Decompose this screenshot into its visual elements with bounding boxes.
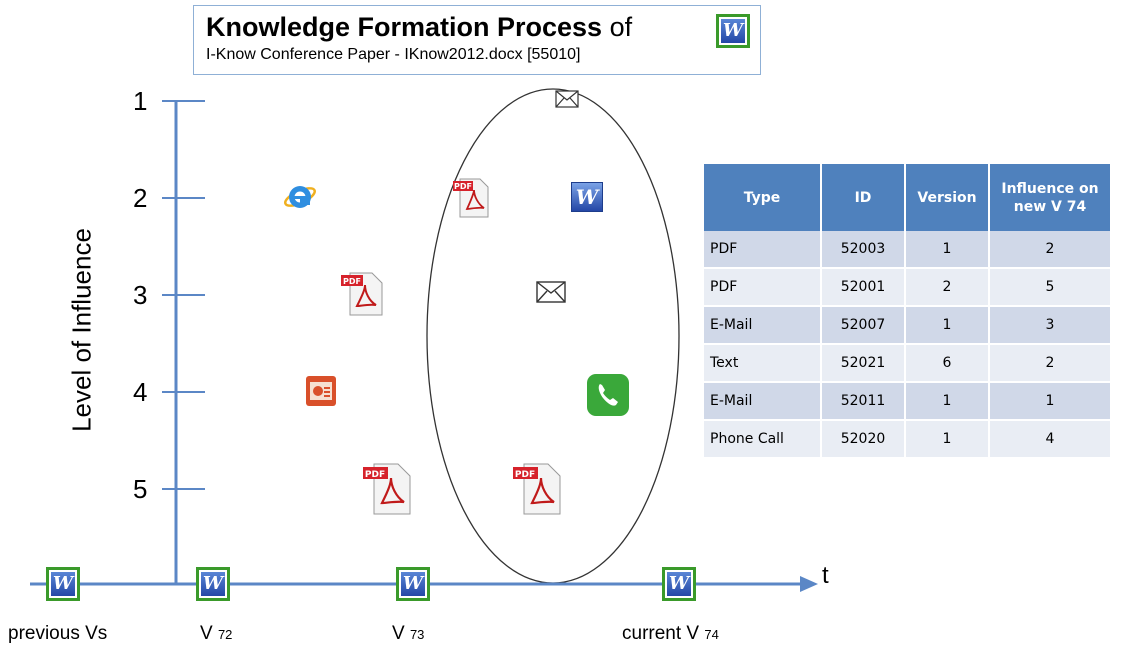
cell-id: 52020 xyxy=(822,421,904,459)
page-subtitle: I-Know Conference Paper - IKnow2012.docx… xyxy=(206,46,581,63)
svg-text:PDF: PDF xyxy=(454,182,472,191)
cell-influence: 3 xyxy=(990,307,1110,345)
table-header-influence: Influence on new V 74 xyxy=(990,164,1110,231)
word-icon[interactable]: W xyxy=(196,567,230,601)
pdf-icon[interactable]: PDF xyxy=(340,272,384,316)
table-row: PDF 52001 2 5 xyxy=(704,269,1110,307)
table-row: Phone Call 52020 1 4 xyxy=(704,421,1110,459)
y-tick-label: 2 xyxy=(133,183,148,213)
cell-type: E-Mail xyxy=(704,383,820,421)
table-header-row: Type ID Version Influence on new V 74 xyxy=(704,164,1110,231)
version-label: previous Vs xyxy=(8,623,108,644)
word-icon[interactable]: W xyxy=(46,567,80,601)
cell-id: 52001 xyxy=(822,269,904,307)
word-icon: W xyxy=(716,14,750,48)
pdf-icon[interactable]: PDF xyxy=(512,463,562,515)
cell-version: 6 xyxy=(906,345,988,383)
word-icon[interactable]: W xyxy=(396,567,430,601)
version-label: V 72 xyxy=(200,623,233,644)
mail-icon[interactable] xyxy=(555,90,579,108)
version-label: V 73 xyxy=(392,623,425,644)
cell-influence: 4 xyxy=(990,421,1110,459)
cell-id: 52007 xyxy=(822,307,904,345)
version-label: current V 74 xyxy=(622,623,719,644)
y-axis-label: Level of Influence xyxy=(66,228,97,432)
cell-version: 2 xyxy=(906,269,988,307)
svg-text:PDF: PDF xyxy=(343,277,361,286)
cell-influence: 2 xyxy=(990,345,1110,383)
cell-id: 52021 xyxy=(822,345,904,383)
internet-explorer-icon[interactable] xyxy=(283,180,317,214)
influence-table: Type ID Version Influence on new V 74 PD… xyxy=(702,164,1112,459)
table-header-id: ID xyxy=(822,164,904,231)
page-title: Knowledge Formation Process of xyxy=(206,12,633,42)
y-tick-label: 1 xyxy=(133,86,148,116)
phone-icon[interactable] xyxy=(586,373,630,417)
cell-version: 1 xyxy=(906,307,988,345)
cell-type: PDF xyxy=(704,269,820,307)
cell-influence: 2 xyxy=(990,231,1110,269)
y-tick-label: 5 xyxy=(133,474,148,504)
table-header-version: Version xyxy=(906,164,988,231)
cell-id: 52011 xyxy=(822,383,904,421)
table-row: PDF 52003 1 2 xyxy=(704,231,1110,269)
cell-type: PDF xyxy=(704,231,820,269)
table-row: Text 52021 6 2 xyxy=(704,345,1110,383)
mail-icon[interactable] xyxy=(536,281,566,303)
pdf-icon[interactable]: PDF xyxy=(452,178,490,218)
y-tick-label: 4 xyxy=(133,377,148,407)
cell-type: E-Mail xyxy=(704,307,820,345)
cell-version: 1 xyxy=(906,383,988,421)
cell-influence: 1 xyxy=(990,383,1110,421)
svg-text:PDF: PDF xyxy=(365,470,385,480)
x-axis-label: t xyxy=(822,562,829,589)
cell-type: Text xyxy=(704,345,820,383)
pdf-icon[interactable]: PDF xyxy=(362,463,412,515)
powerpoint-icon[interactable] xyxy=(305,375,337,407)
table-row: E-Mail 52011 1 1 xyxy=(704,383,1110,421)
table-header-type: Type xyxy=(704,164,820,231)
word-icon[interactable]: W xyxy=(571,182,603,212)
svg-text:PDF: PDF xyxy=(515,470,535,480)
cell-id: 52003 xyxy=(822,231,904,269)
y-tick-label: 3 xyxy=(133,280,148,310)
cell-influence: 5 xyxy=(990,269,1110,307)
x-axis-arrow xyxy=(800,576,818,592)
word-icon[interactable]: W xyxy=(662,567,696,601)
table-row: E-Mail 52007 1 3 xyxy=(704,307,1110,345)
cell-version: 1 xyxy=(906,231,988,269)
cell-type: Phone Call xyxy=(704,421,820,459)
cell-version: 1 xyxy=(906,421,988,459)
title-box: Knowledge Formation Process of I-Know Co… xyxy=(193,5,761,75)
